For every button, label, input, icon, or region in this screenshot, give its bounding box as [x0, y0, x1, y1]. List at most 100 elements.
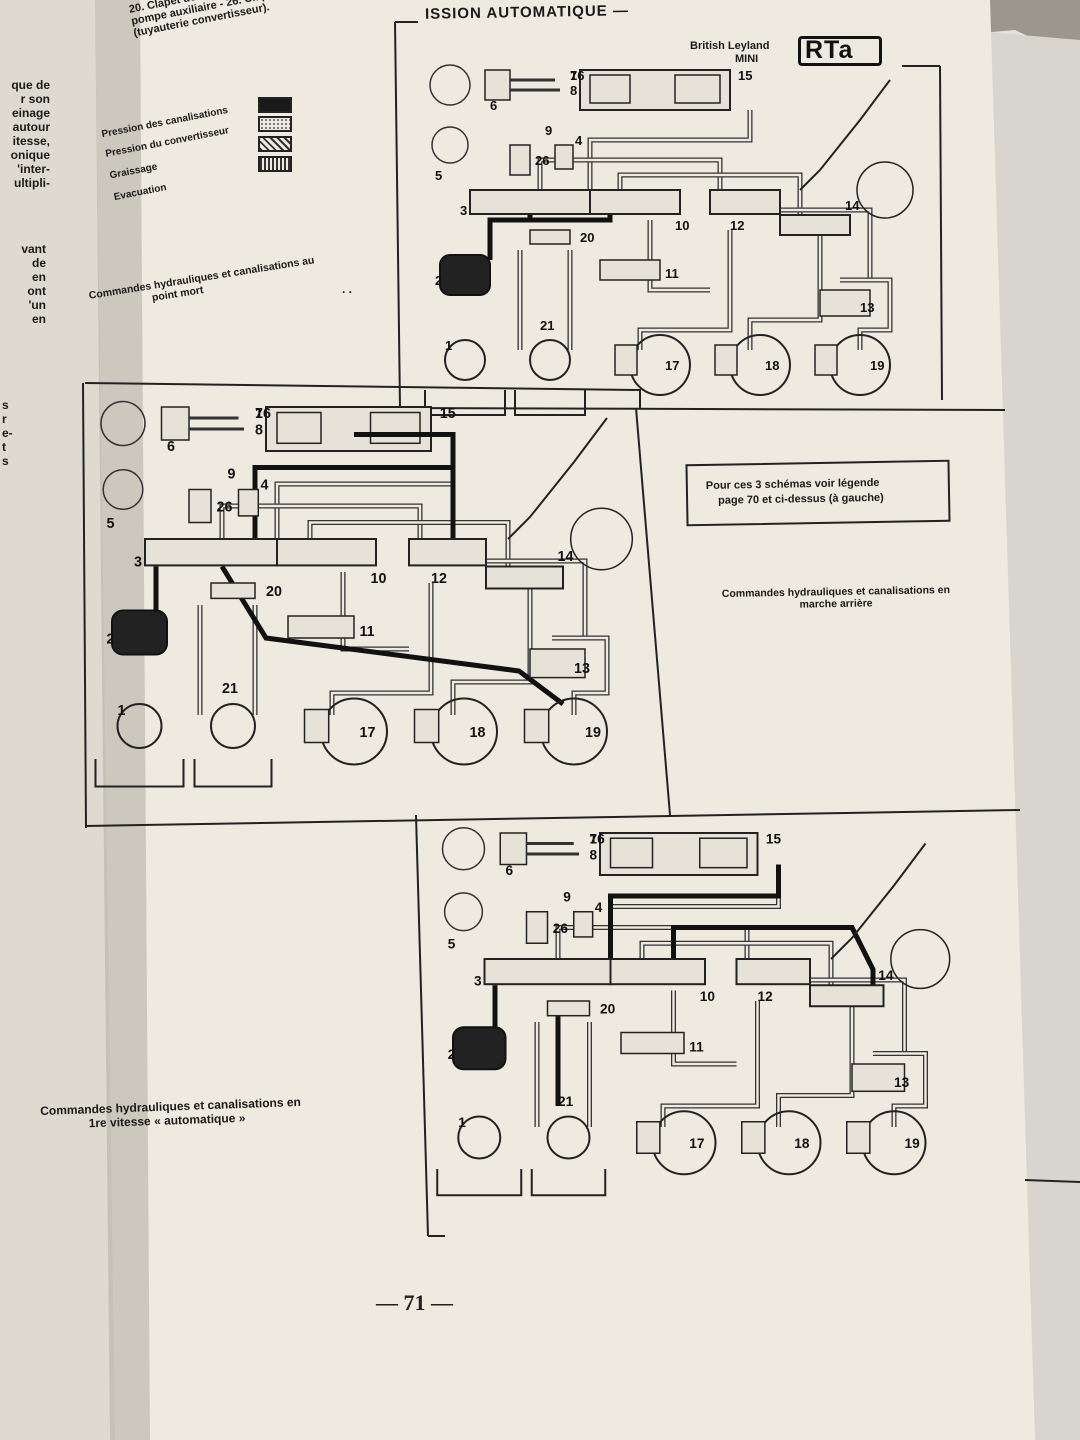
brand-line2: MINI — [735, 53, 759, 65]
margin-b-2: en — [31, 270, 46, 284]
valve-4 — [554, 144, 574, 170]
margin-a-5: onique — [10, 148, 50, 162]
valve-13 — [819, 289, 871, 317]
valve-16 — [609, 837, 654, 869]
filter-2 — [439, 254, 491, 296]
note-box-line1: Pour ces 3 schémas voir légende — [705, 476, 880, 492]
servo-unit — [856, 161, 914, 219]
pump-1 — [457, 1115, 502, 1160]
governor-bottom — [443, 892, 484, 932]
pipe-inner-1 — [556, 926, 749, 980]
margin-c-0: s — [2, 398, 9, 412]
diagram-label-4: 4 — [575, 133, 583, 148]
pump-1 — [116, 703, 163, 749]
valve-6 — [499, 832, 528, 866]
diagram-label-3: 3 — [460, 203, 467, 218]
diagram-label-14: 14 — [845, 198, 860, 213]
sump-2 — [530, 1169, 607, 1197]
diagram-label-9: 9 — [228, 467, 236, 483]
pipe-inner-5 — [330, 583, 433, 715]
valve-body-16-15 — [599, 832, 759, 876]
valve-16 — [589, 74, 631, 104]
margin-text-a: que de r son einage autour itesse, oniqu… — [2, 78, 50, 190]
diagram-label-10: 10 — [675, 218, 689, 233]
valve-15 — [699, 837, 748, 869]
legend-swatch-solid — [258, 97, 292, 113]
diagram-label-9: 9 — [563, 889, 571, 904]
sump-1 — [94, 759, 185, 788]
pipe-inner-6 — [451, 583, 532, 715]
diagram-label-16: 16 — [570, 68, 584, 83]
diagram-label-26: 26 — [535, 153, 549, 168]
diagram-label-15: 15 — [766, 832, 782, 847]
valve-20 — [529, 229, 571, 245]
diagram-label-26: 26 — [217, 500, 233, 516]
diagram-label-5: 5 — [107, 516, 115, 532]
valve-10 — [276, 538, 377, 567]
brand-line1: British Leyland — [690, 40, 770, 52]
valve-14 — [779, 214, 851, 236]
servo-unit — [569, 507, 634, 571]
margin-a-6: 'inter- — [17, 162, 50, 176]
diagram-label-9: 9 — [545, 123, 552, 138]
valve-12 — [735, 958, 811, 986]
diagram-label-10: 10 — [700, 989, 716, 1004]
clutch-piston-18 — [741, 1121, 766, 1154]
clutch-17 — [651, 1110, 717, 1176]
diagram-label-16: 16 — [590, 832, 606, 847]
margin-b-5: en — [31, 312, 46, 326]
diagram-label-17: 17 — [360, 725, 376, 741]
valve-16 — [276, 411, 322, 445]
pipe-inner-2 — [618, 173, 802, 230]
selector-lever — [799, 79, 891, 191]
pipe-inner-1 — [220, 504, 422, 561]
diagram-label-17: 17 — [665, 358, 679, 373]
note-box: Pour ces 3 schémas voir légende page 70 … — [685, 459, 951, 527]
diagram-label-18: 18 — [794, 1136, 810, 1151]
sump-1 — [424, 390, 506, 416]
margin-a-7: ultipli- — [14, 176, 50, 190]
valve-4 — [237, 488, 260, 517]
pipe-6 — [450, 583, 533, 715]
diagram-label-2: 2 — [435, 273, 442, 288]
valve-4 — [573, 911, 594, 938]
pipe-inner-2 — [640, 942, 833, 1001]
valve-20 — [210, 582, 256, 600]
pressure-line-b — [671, 925, 876, 991]
diagram-label-19: 19 — [905, 1136, 921, 1151]
diagram-label-21: 21 — [558, 1094, 574, 1109]
valve-6 — [484, 69, 511, 101]
clutch-piston-19 — [814, 344, 838, 376]
diagram-label-16: 16 — [255, 406, 271, 422]
margin-c-2: e- — [2, 426, 13, 440]
valve-14 — [485, 565, 564, 590]
valve-15 — [674, 74, 721, 104]
pipe-inner-4 — [770, 208, 872, 280]
diagram-label-12: 12 — [758, 989, 774, 1004]
pump-21 — [529, 339, 571, 381]
governor-bottom — [431, 126, 469, 164]
diagram-label-18: 18 — [470, 725, 486, 741]
valve-11 — [599, 259, 661, 281]
pipe-inner-3 — [648, 220, 710, 292]
margin-b-3: ont — [27, 284, 46, 298]
pump-21 — [210, 703, 256, 749]
diagram-label-20: 20 — [580, 230, 594, 245]
margin-b-0: vant — [21, 242, 46, 256]
diagram-label-12: 12 — [730, 218, 744, 233]
diagram-label-13: 13 — [860, 300, 874, 315]
valve-14 — [809, 984, 885, 1008]
pipe-inner-3 — [672, 990, 737, 1066]
pipe-inner-6 — [748, 230, 822, 350]
valve-12 — [709, 189, 781, 215]
diagram-label-2: 2 — [107, 632, 115, 648]
diagram-label-5: 5 — [435, 168, 442, 183]
valve-6 — [160, 406, 190, 441]
clutch-18 — [756, 1110, 822, 1176]
pipe-inner-2 — [308, 521, 510, 583]
pipe-inner-5 — [661, 1001, 759, 1127]
